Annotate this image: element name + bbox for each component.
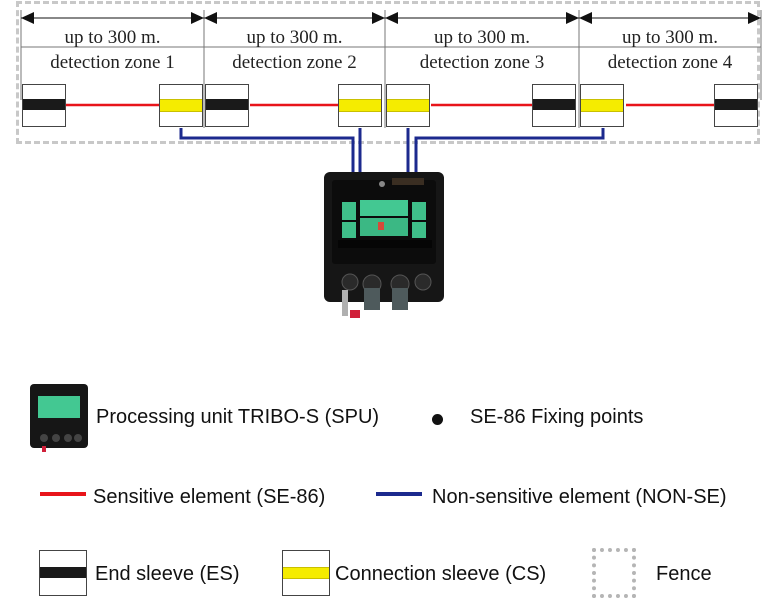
zone-length-label: up to 300 m. (433, 27, 531, 48)
end-sleeve (714, 84, 758, 127)
legend-end-sleeve-label: End sleeve (ES) (95, 563, 240, 585)
connection-sleeve (386, 84, 430, 127)
zone-name-label: detection zone 3 (419, 52, 545, 73)
fence-outline (16, 1, 760, 144)
connection-sleeve (159, 84, 203, 127)
connection-sleeve (580, 84, 624, 127)
sensitive-element-legend-line (40, 492, 86, 496)
zone-name-label: detection zone 2 (232, 52, 357, 73)
zone-length-label: up to 300 m. (246, 27, 343, 48)
fence-legend-icon (592, 548, 636, 598)
connection-sleeve (338, 84, 382, 127)
zone-name-label: detection zone 1 (50, 52, 175, 73)
end-sleeve-legend-icon (39, 550, 87, 596)
zone-4-label: up to 300 m. detection zone 4 (579, 27, 761, 74)
legend-spu-icon (30, 384, 88, 452)
legend-sensitive-label: Sensitive element (SE-86) (93, 486, 326, 508)
end-sleeve (22, 84, 66, 127)
legend-fixing-points-label: SE-86 Fixing points (470, 406, 644, 428)
zone-2-label: up to 300 m. detection zone 2 (204, 27, 385, 74)
legend-non-sensitive-label: Non-sensitive element (NON-SE) (432, 486, 727, 508)
legend-spu-label: Processing unit TRIBO-S (SPU) (96, 406, 380, 428)
fixing-point-icon (432, 414, 443, 425)
zone-3-label: up to 300 m. detection zone 3 (385, 27, 579, 74)
dimension-arrow-zone-3 (385, 12, 579, 24)
end-sleeve (532, 84, 576, 127)
zone-1-label: up to 300 m. detection zone 1 (21, 27, 204, 74)
dimension-arrow-zone-1 (21, 12, 204, 24)
non-sensitive-element-4 (414, 128, 605, 172)
dimension-arrow-zone-4 (579, 12, 761, 24)
spu-device-image (324, 172, 444, 318)
end-sleeve (205, 84, 249, 127)
zone-name-label: detection zone 4 (607, 52, 733, 73)
dimension-arrow-zone-2 (204, 12, 385, 24)
zone-length-label: up to 300 m. (64, 27, 161, 48)
diagram-lines (20, 10, 762, 172)
zone-length-label: up to 300 m. (621, 27, 719, 48)
connection-sleeve-legend-icon (282, 550, 330, 596)
legend-fence-label: Fence (656, 563, 712, 585)
non-sensitive-element-legend-line (376, 492, 422, 496)
legend-connection-sleeve-label: Connection sleeve (CS) (335, 563, 547, 585)
non-sensitive-element-1 (179, 128, 355, 172)
